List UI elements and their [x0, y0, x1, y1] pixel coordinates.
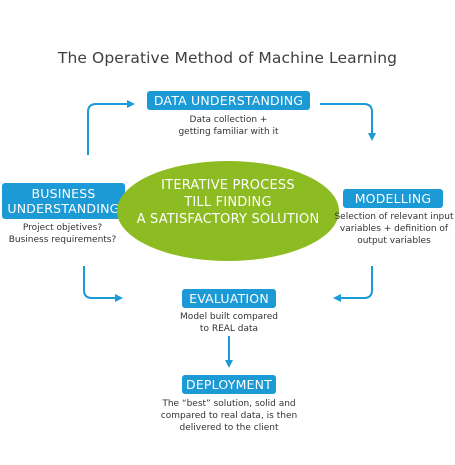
- arrow-business-to-data: [87, 100, 135, 155]
- arrow-data-to-modelling: [320, 103, 376, 141]
- modelling-badge: MODELLING: [343, 189, 443, 208]
- diagram-title: The Operative Method of Machine Learning: [57, 49, 398, 67]
- iterative-process-ellipse: [117, 161, 339, 261]
- arrow-business-to-evaluation: [83, 266, 123, 302]
- deployment-badge: DEPLOYMENT: [182, 375, 276, 394]
- data-understanding-description: Data collection + getting familiar with …: [178, 115, 279, 137]
- iterative-process-text: ITERATIVE PROCESS TILL FINDING A SATISFA…: [136, 178, 320, 227]
- deployment-description: The “best” solution, solid and compared …: [160, 399, 298, 433]
- evaluation-description: Model built compared to REAL data: [180, 312, 278, 334]
- evaluation-badge: EVALUATION: [182, 289, 276, 308]
- business-understanding-description: Project objetives? Business requirements…: [8, 223, 117, 245]
- arrow-modelling-to-evaluation: [333, 266, 373, 302]
- data-understanding-badge: DATA UNDERSTANDING: [147, 91, 310, 110]
- modelling-description: Selection of relevant input variables + …: [334, 212, 454, 246]
- business-understanding-badge: BUSINESS UNDERSTANDING: [2, 183, 125, 219]
